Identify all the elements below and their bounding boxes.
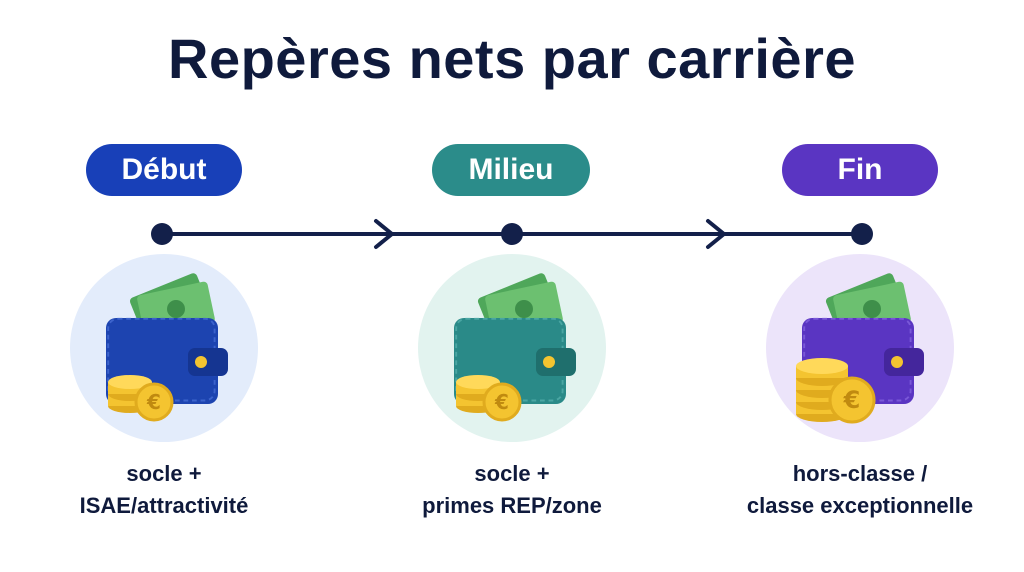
career-timeline: [151, 219, 873, 249]
svg-text:€: €: [843, 386, 861, 414]
svg-text:€: €: [494, 390, 509, 414]
timeline-dot-milieu: [501, 223, 523, 245]
stage-badge-milieu: Milieu: [432, 144, 590, 196]
caption-line: primes REP/zone: [422, 493, 602, 518]
stage-badge-fin: Fin: [782, 144, 938, 196]
stage-illustration-milieu: €: [418, 254, 606, 442]
caption-line: hors-classe /: [792, 461, 928, 486]
caption-line: socle +: [126, 461, 202, 486]
svg-text:€: €: [146, 390, 161, 414]
caption-line: socle +: [474, 461, 550, 486]
euro-coins-icon: €: [108, 375, 174, 422]
timeline-dot-debut: [151, 223, 173, 245]
stage-badge-debut: Début: [86, 144, 242, 196]
stage-caption-fin: hors-classe / classe exceptionnelle: [700, 458, 1020, 522]
caption-line: classe exceptionnelle: [746, 493, 974, 518]
stage-illustration-debut: €: [70, 254, 258, 442]
stage-illustration-fin: €: [766, 254, 954, 442]
caption-line: ISAE/attractivité: [79, 493, 249, 518]
euro-coins-icon: €: [796, 358, 876, 424]
page-title: Repères nets par carrière: [168, 27, 856, 90]
stage-caption-milieu: socle + primes REP/zone: [352, 458, 672, 522]
arrow-right-icon: [374, 219, 394, 249]
stage-caption-debut: socle + ISAE/attractivité: [4, 458, 324, 522]
euro-coins-icon: €: [456, 375, 522, 422]
timeline-dot-fin: [851, 223, 873, 245]
arrow-right-icon: [706, 219, 726, 249]
